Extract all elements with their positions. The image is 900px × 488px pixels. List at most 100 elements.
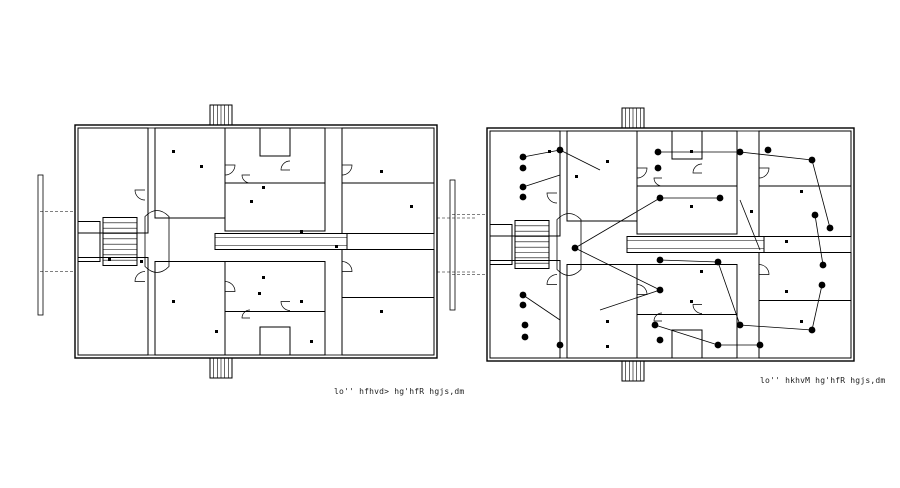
light-fixture	[521, 321, 529, 329]
wire-line	[574, 197, 661, 249]
stair-left	[514, 220, 550, 269]
switch-mark	[750, 210, 753, 213]
switch-mark	[800, 320, 803, 323]
light-fixture	[519, 301, 527, 309]
fixture-mark	[108, 258, 111, 261]
wire-line	[574, 247, 661, 291]
room-bottom-a	[566, 264, 638, 359]
door-swing	[280, 160, 291, 171]
wire-line	[811, 159, 831, 229]
fixture-mark	[200, 165, 203, 168]
wire-line	[522, 294, 561, 321]
entry-stair-bottom	[621, 360, 645, 382]
light-fixture	[764, 146, 772, 154]
room-right-top	[758, 130, 852, 187]
right-plan-caption: lo'' hkhvM hg'hfR hgjs,dm	[760, 376, 886, 385]
switch-mark	[690, 205, 693, 208]
door-swing	[653, 312, 663, 322]
wire-line	[811, 284, 823, 331]
wire-line	[739, 324, 813, 331]
wire-line	[522, 149, 561, 158]
fixture-mark	[262, 186, 265, 189]
entry-stair-top	[621, 107, 645, 129]
fixture-mark	[172, 300, 175, 303]
switch-mark	[785, 290, 788, 293]
door-swing	[692, 304, 703, 314]
room-bottom-c	[224, 311, 326, 356]
fixture-mark	[300, 300, 303, 303]
door-swing	[758, 264, 770, 275]
fixture-mark	[410, 205, 413, 208]
fixture-mark	[300, 230, 303, 233]
outer-wall	[74, 124, 438, 359]
corridor	[214, 233, 348, 250]
door-swing	[241, 309, 251, 319]
switch-mark	[690, 300, 693, 303]
switch-mark	[575, 175, 578, 178]
outer-wall	[486, 127, 855, 362]
door-swing	[636, 167, 648, 179]
room-right-top	[341, 127, 435, 184]
entry-stair-top	[209, 104, 233, 126]
bath-bottom	[259, 326, 291, 356]
switch-mark	[700, 270, 703, 273]
fixture-mark	[310, 340, 313, 343]
wire-line	[654, 324, 719, 346]
wire-line	[717, 261, 741, 326]
light-fixture	[521, 333, 529, 341]
room-right-mid-bottom	[341, 249, 435, 298]
stair-outline	[514, 220, 550, 269]
room-top-a	[154, 127, 226, 219]
light-fixture	[656, 336, 664, 344]
wire-line	[739, 199, 761, 251]
room-left-top	[77, 127, 149, 234]
outer-wall-inner	[77, 127, 435, 356]
outer-wall-inner	[489, 130, 852, 359]
room-right-mid-top	[758, 185, 852, 237]
fixture-mark	[215, 330, 218, 333]
stair-left	[102, 217, 138, 266]
switch-mark	[548, 150, 551, 153]
door-swing	[341, 261, 353, 272]
fixture-mark	[258, 292, 261, 295]
room-top-c	[636, 185, 738, 235]
door-swing	[280, 301, 291, 311]
bath-top	[671, 130, 703, 160]
room-right-mid-top	[341, 182, 435, 234]
fixture-mark	[335, 245, 338, 248]
switch-mark	[606, 320, 609, 323]
door-swing	[546, 192, 558, 204]
switch-mark	[690, 150, 693, 153]
room-right-mid-bottom	[758, 252, 852, 301]
lobby-curve	[144, 210, 170, 273]
room-bottom-b	[224, 261, 326, 312]
wire-line	[814, 214, 824, 266]
fixture-mark	[140, 260, 143, 263]
architectural-floor-plan	[37, 104, 475, 379]
switch-mark	[606, 160, 609, 163]
wire-line	[599, 289, 661, 311]
fixture-mark	[172, 150, 175, 153]
entry-stair-bottom	[209, 357, 233, 379]
door-swing	[341, 164, 353, 176]
light-fixture	[519, 164, 527, 172]
door-swing	[134, 271, 146, 282]
room-bottom-b	[636, 264, 738, 315]
door-swing	[224, 164, 236, 176]
wire-line	[739, 151, 813, 161]
room-top-c	[224, 182, 326, 232]
fixture-mark	[262, 276, 265, 279]
door-swing	[653, 177, 663, 187]
room-bottom-a	[154, 261, 226, 356]
door-swing	[636, 284, 648, 295]
balcony-rail	[37, 174, 44, 316]
room-left-bottom	[77, 257, 149, 356]
room-right-bottom	[758, 300, 852, 359]
wire-line	[659, 259, 719, 263]
wire-line	[559, 149, 601, 171]
wire-line	[522, 174, 561, 188]
switch-mark	[800, 190, 803, 193]
stair-outline	[102, 217, 138, 266]
door-swing	[134, 189, 146, 201]
